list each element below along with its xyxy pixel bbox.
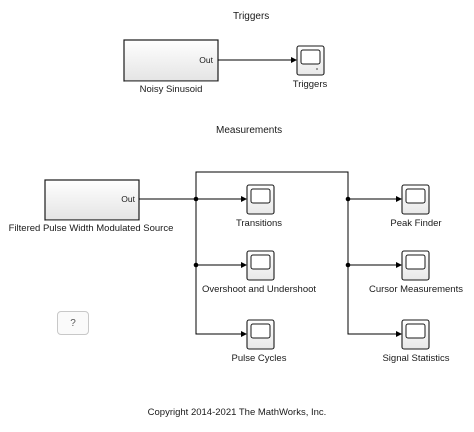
copyright-text: Copyright 2014-2021 The MathWorks, Inc. (147, 407, 327, 418)
noisy-sinusoid-label: Noisy Sinusoid (140, 84, 203, 95)
cursor-measurements-scope-block[interactable] (401, 250, 430, 281)
signal-lines-measurements (139, 171, 402, 337)
triggers-scope-block[interactable] (296, 45, 325, 76)
pulse-cycles-scope-label: Pulse Cycles (232, 353, 287, 364)
triggers-heading: Triggers (233, 11, 270, 22)
pwm-source-block[interactable]: Out (44, 179, 140, 221)
overshoot-scope-label: Overshoot and Undershoot (202, 284, 316, 295)
peak-finder-scope-block[interactable] (401, 184, 430, 215)
transitions-scope-label: Transitions (236, 218, 282, 229)
triggers-scope-label: Triggers (293, 79, 328, 90)
noisy-sinusoid-block[interactable]: Out (123, 39, 219, 82)
overshoot-scope-block[interactable] (246, 250, 275, 281)
pwm-source-port: Out (121, 194, 135, 204)
measurements-heading: Measurements (216, 125, 283, 136)
signal-statistics-scope-label: Signal Statistics (382, 353, 449, 364)
noisy-sinusoid-port: Out (199, 55, 213, 65)
pulse-cycles-scope-block[interactable] (246, 319, 275, 350)
transitions-scope-block[interactable] (246, 184, 275, 215)
signal-statistics-scope-block[interactable] (401, 319, 430, 350)
peak-finder-scope-label: Peak Finder (390, 218, 441, 229)
branch-points (193, 196, 351, 268)
cursor-measurements-scope-label: Cursor Measurements (369, 284, 463, 295)
help-button[interactable]: ? (57, 311, 89, 335)
pwm-source-label: Filtered Pulse Width Modulated Source (9, 223, 174, 234)
